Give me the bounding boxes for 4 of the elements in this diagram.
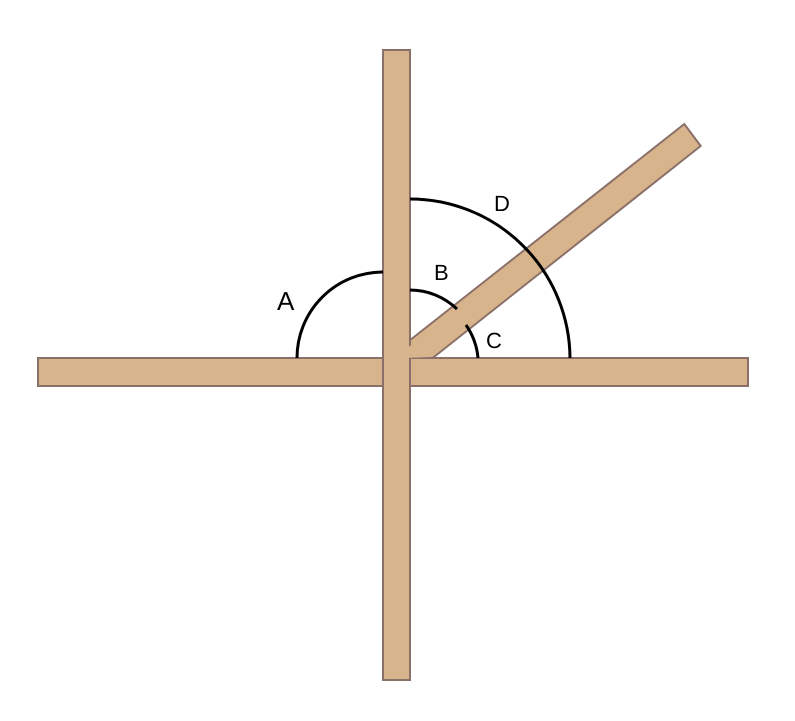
angle-label: C xyxy=(486,330,502,352)
angle-label: A xyxy=(277,288,294,314)
angle-label: B xyxy=(434,262,449,284)
angle-label: D xyxy=(494,193,510,215)
